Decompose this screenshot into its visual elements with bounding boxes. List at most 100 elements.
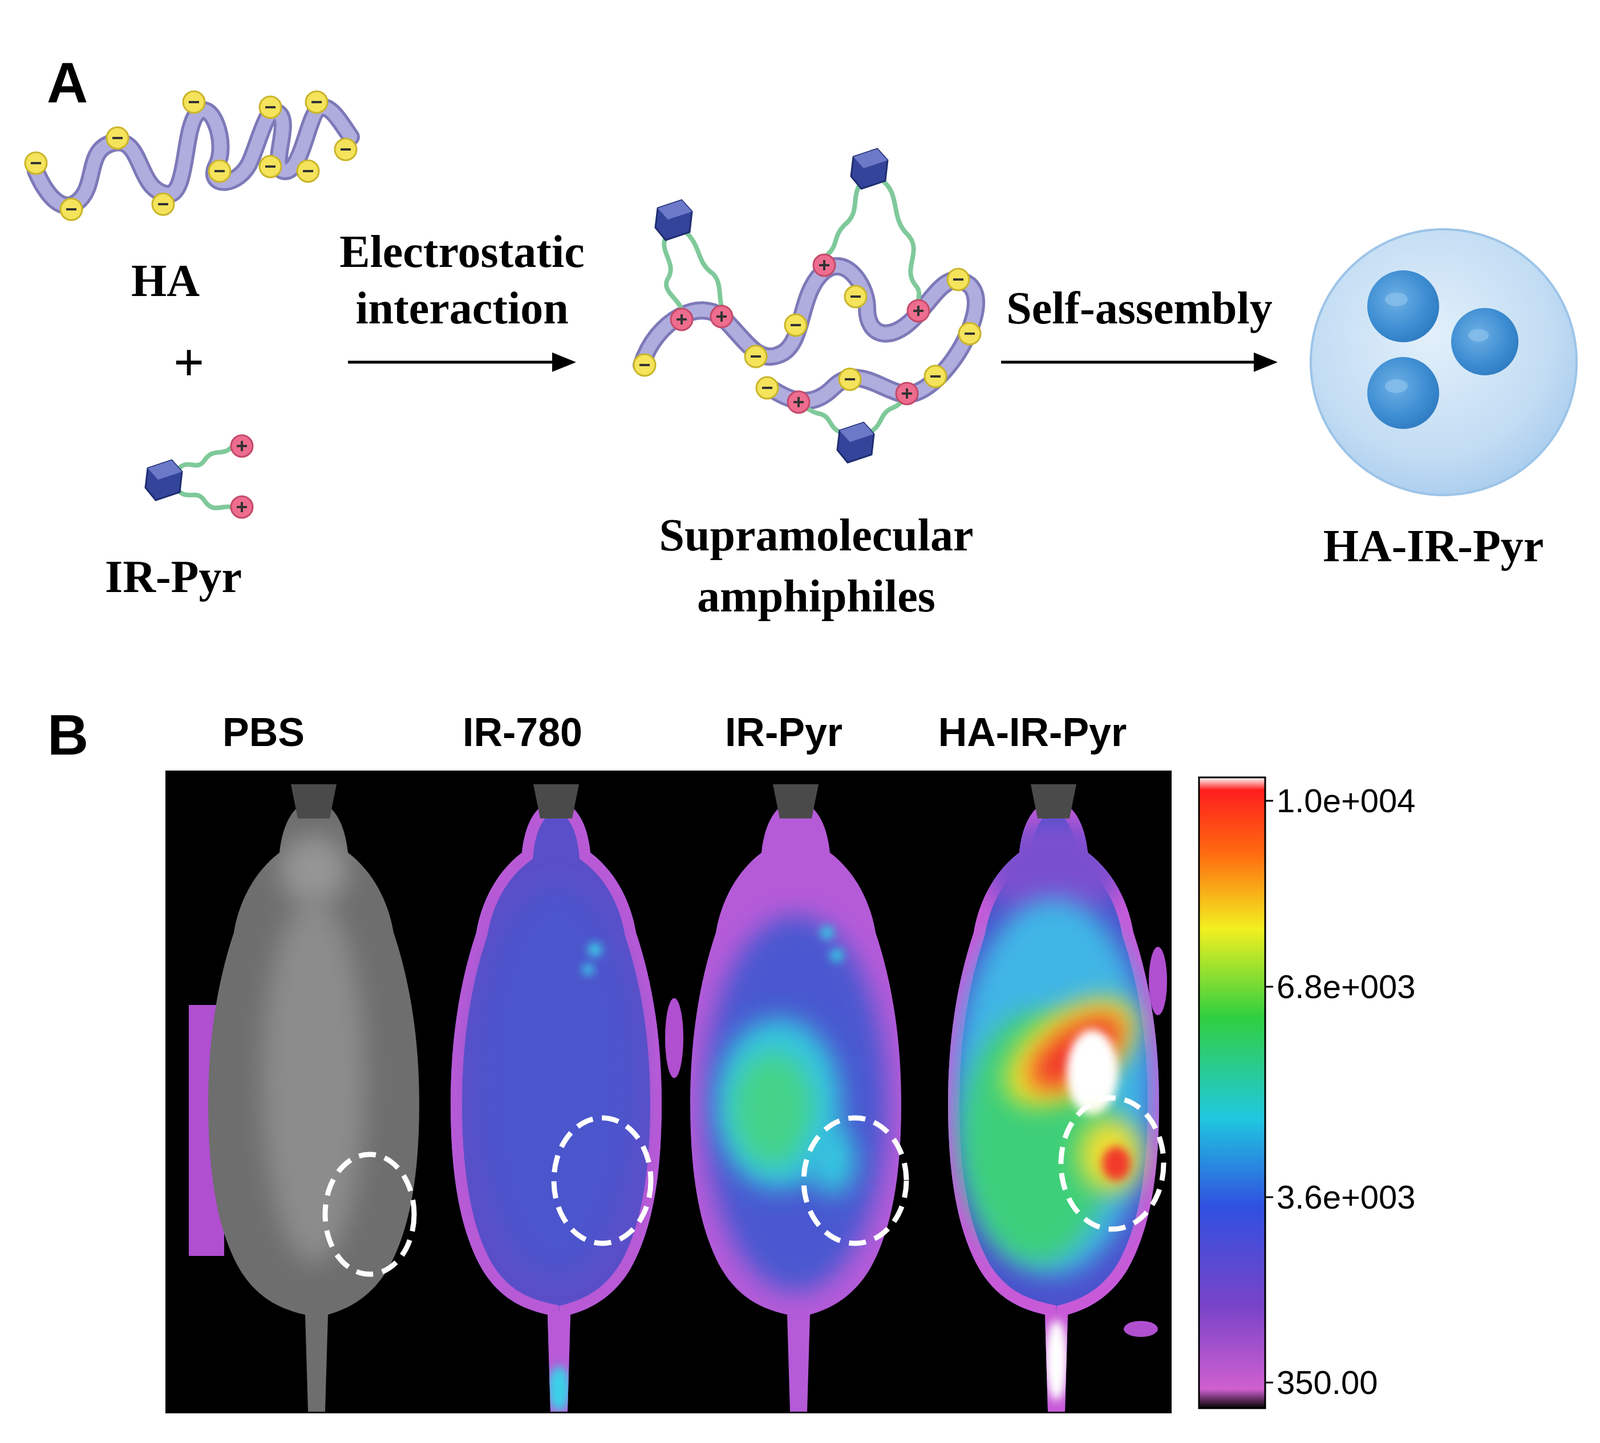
illustration-node: Supramolecular amphiphiles [576,142,1002,628]
ha-polymer-part [305,91,328,113]
ir-pyr-molecule-part [176,447,232,471]
mouse-ha-ir-pyr-part [948,801,1160,1412]
mouse-pbs-part [290,784,337,819]
illustration-node: HA+IR-Pyr [22,85,348,599]
nanoparticle-part [1384,379,1408,394]
mouse-ir780 [450,784,662,1412]
amphiphile-illustration-part [744,345,767,368]
amphiphile-illustration-part [641,266,976,401]
mouse-ir-pyr-part [690,801,902,1412]
ir-pyr-molecule [145,435,253,518]
amphiphile-illustration-part [881,179,919,301]
mouse-ha-ir-pyr-part-part [1079,1118,1142,1193]
reaction-arrow [347,352,577,372]
amphiphile-illustration-part [633,354,656,376]
nanoparticle-part [1310,229,1577,496]
ha-polymer-part [106,127,129,149]
amphiphile-illustration-part [684,231,722,307]
amphiphile-illustration-part [868,401,903,434]
ha-polymer-part [35,107,351,206]
color-bar-part [1199,777,1266,1409]
mouse-ha-ir-pyr-part-part [1044,1320,1068,1401]
mouse-ir-pyr-part-part [820,925,834,940]
mouse-ha-ir-pyr-part-part [986,977,1154,1128]
amphiphile-illustration-part [784,314,807,336]
amphiphile-illustration-part [947,268,970,291]
mouse-ir-pyr-part-part [704,915,887,1292]
amphiphile-illustration-part [663,233,682,310]
assembly-label: Supramolecular amphiphiles [633,504,999,627]
amphiphile-illustration-part [670,308,693,331]
scale-tick-label: 1.0e+004 [1276,780,1416,821]
mouse-ir-pyr [690,784,902,1412]
mouse-ha-ir-pyr-part-part [956,898,1151,1275]
mouse-ir780-part-part [547,1366,571,1412]
amphiphile-illustration-part [827,181,862,255]
mouse-ir780-part [450,801,662,1412]
panel-letter: B [47,700,89,769]
mouse-ha-ir-pyr-part-part [948,801,1160,1412]
signal-speck [1148,946,1168,1016]
mouse-pbs-part-part [279,835,348,905]
mouse-ha-ir-pyr [948,784,1160,1412]
mouse-ha-ir-pyr-part [1030,784,1077,819]
amphiphile-illustration-part [958,322,981,345]
amphiphile-illustration-part [710,305,733,328]
ha-polymer-part [334,138,357,161]
amphiphile-illustration [633,148,981,463]
nanoparticle-part [1367,270,1440,343]
ha-polymer-part [208,160,231,182]
arrow-label: Self-assembly [1006,280,1273,337]
panel-letter: A [46,48,88,117]
nanoparticle-part [1451,308,1519,376]
color-bar-part [1265,1382,1274,1384]
mouse-pbs-part [208,801,420,1412]
scale-tick-label: 3.6e+003 [1276,1177,1416,1218]
group-label: PBS [222,708,305,757]
mouse-ir780-part-part [588,942,602,957]
mouse-pbs-part [262,835,366,1264]
tumor-outline-part [1060,1098,1164,1230]
nanoparticle-part [1468,329,1489,342]
tumor-outline-part [553,1118,651,1244]
scale-tick-label: 6.8e+003 [1276,966,1416,1007]
amphiphile-illustration-part [924,365,947,388]
ha-polymer-part [60,198,83,221]
signal-speck [1123,1321,1158,1338]
nanoparticle-label: HA-IR-Pyr [1323,518,1545,574]
imaging-background [165,770,1172,1414]
amphiphile-illustration-part [844,285,867,308]
mouse-ir780-part-part [476,886,637,1275]
ha-polymer-part [152,193,174,216]
mouse-ha-ir-pyr-part-part [1102,1146,1131,1181]
tumor-outline-part [803,1118,907,1244]
ir-pyr-molecule-part [176,489,232,509]
arrow-label: Electrostatic interaction [313,223,611,337]
color-bar-part [1265,800,1274,802]
ir-pyr-molecule-part [231,435,253,457]
ha-polymer-part [35,107,351,206]
nanoparticle-part [1367,357,1440,429]
ha-polymer-part [259,96,282,119]
molecule-label: IR-Pyr [104,549,242,605]
group-label: IR-Pyr [724,708,843,757]
ir-pyr-molecule-part [145,460,182,501]
mouse-ir-pyr-part [772,784,819,819]
arrow-head [552,352,577,372]
ha-polymer-part [259,155,282,178]
amphiphile-illustration-part [896,382,918,405]
illustration-node: HA-IR-Pyr [1277,142,1595,599]
amphiphile-illustration-part [641,266,976,401]
arrow-shaft [1001,361,1257,364]
mouse-images [188,784,1168,1412]
amphiphile-illustration-part [907,300,930,322]
plus-sign: + [173,329,205,395]
mouse-ir-pyr-part-part [829,948,844,963]
mouse-ha-ir-pyr-part [948,801,1160,1412]
mouse-ir780-part-part [450,801,662,1412]
amphiphile-illustration-part [804,408,844,434]
ha-polymer-part [25,152,47,174]
mouse-ir-pyr-part-part [732,1052,813,1167]
